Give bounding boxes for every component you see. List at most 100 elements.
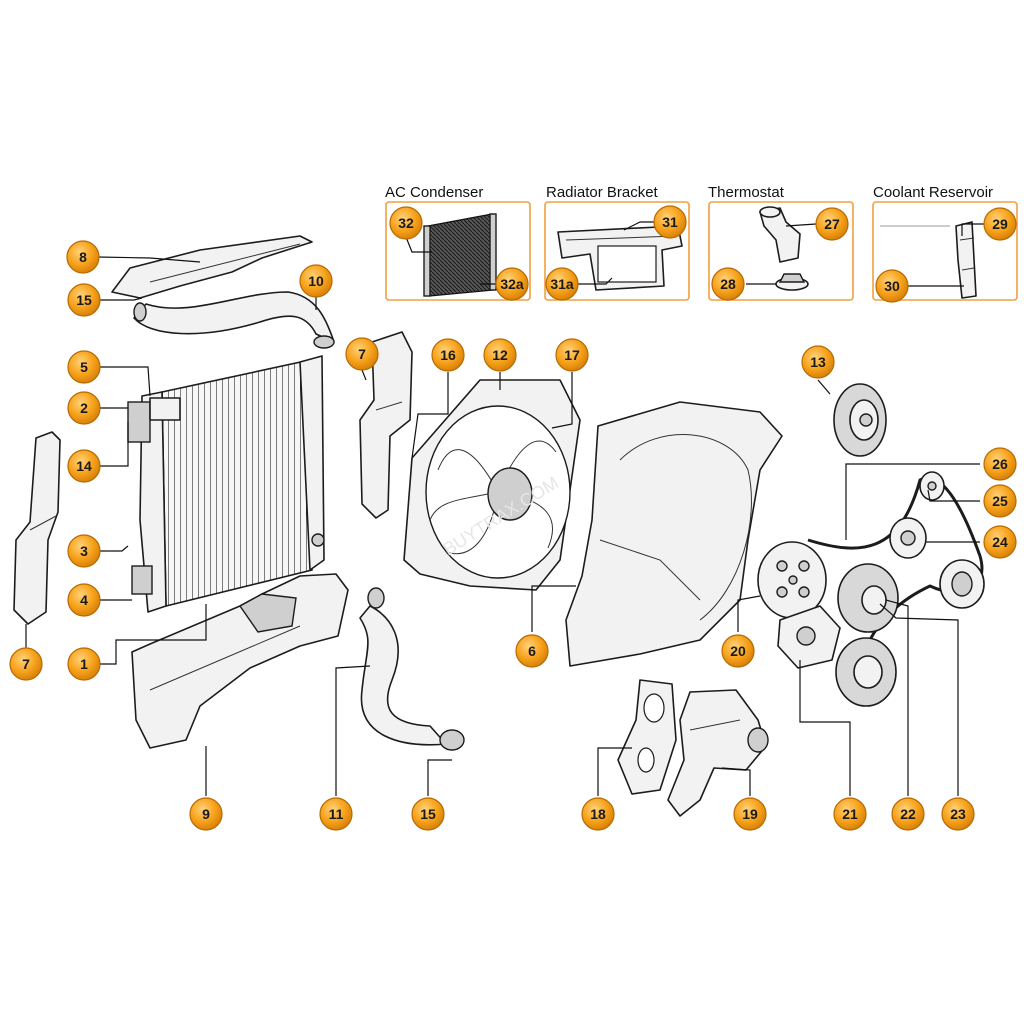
callout-30: 30 bbox=[875, 269, 909, 303]
radiator-bracket-part bbox=[557, 225, 683, 291]
svg-text:31a: 31a bbox=[550, 276, 574, 292]
inset-radiator-bracket: Radiator Bracket bbox=[544, 184, 690, 301]
coolant-reservoir-part bbox=[880, 221, 977, 299]
svg-text:10: 10 bbox=[308, 273, 324, 289]
belt-tensioner bbox=[777, 605, 841, 669]
callout-26: 26 bbox=[983, 447, 1017, 481]
svg-text:21: 21 bbox=[842, 806, 858, 822]
callout-25: 25 bbox=[983, 484, 1017, 518]
callout-11: 11 bbox=[319, 797, 353, 831]
svg-text:26: 26 bbox=[992, 456, 1008, 472]
svg-text:1: 1 bbox=[80, 656, 88, 672]
svg-text:13: 13 bbox=[810, 354, 826, 370]
idler-pulley bbox=[919, 471, 945, 501]
svg-text:6: 6 bbox=[528, 643, 536, 659]
callout-15-lower: 15 bbox=[411, 797, 445, 831]
callout-7-right: 7 bbox=[345, 337, 379, 371]
svg-text:15: 15 bbox=[76, 292, 92, 308]
cooling-fan bbox=[403, 379, 581, 591]
callout-4: 4 bbox=[67, 583, 101, 617]
thermostat-part bbox=[775, 273, 809, 291]
callout-5: 5 bbox=[67, 350, 101, 384]
callout-3: 3 bbox=[67, 534, 101, 568]
callout-20: 20 bbox=[721, 634, 755, 668]
fan-clutch-pulley bbox=[833, 383, 887, 457]
svg-text:7: 7 bbox=[22, 656, 30, 672]
fan-shroud bbox=[565, 401, 783, 667]
svg-text:5: 5 bbox=[80, 359, 88, 375]
callout-9: 9 bbox=[189, 797, 223, 831]
callout-10: 10 bbox=[299, 264, 333, 298]
callout-15-upper: 15 bbox=[67, 283, 101, 317]
svg-text:2: 2 bbox=[80, 400, 88, 416]
side-air-deflector-right bbox=[359, 331, 413, 519]
callout-16: 16 bbox=[431, 338, 465, 372]
callout-17: 17 bbox=[555, 338, 589, 372]
inset-title: AC Condenser bbox=[385, 184, 483, 201]
callout-13: 13 bbox=[801, 345, 835, 379]
svg-text:3: 3 bbox=[80, 543, 88, 559]
callout-24: 24 bbox=[983, 525, 1017, 559]
crankshaft-pulley bbox=[835, 637, 897, 707]
svg-text:7: 7 bbox=[358, 346, 366, 362]
callout-18: 18 bbox=[581, 797, 615, 831]
svg-text:17: 17 bbox=[564, 347, 580, 363]
callout-27: 27 bbox=[815, 207, 849, 241]
serpentine-belt bbox=[807, 476, 984, 641]
side-air-deflector-left bbox=[13, 431, 61, 625]
callout-28: 28 bbox=[711, 267, 745, 301]
callout-12: 12 bbox=[483, 338, 517, 372]
svg-text:14: 14 bbox=[76, 458, 92, 474]
callout-31: 31 bbox=[653, 205, 687, 239]
alternator-pulley bbox=[939, 559, 985, 609]
svg-text:8: 8 bbox=[79, 249, 87, 265]
callout-31a: 31a bbox=[545, 267, 579, 301]
svg-text:19: 19 bbox=[742, 806, 758, 822]
svg-text:18: 18 bbox=[590, 806, 606, 822]
thermostat-housing-part bbox=[759, 206, 801, 263]
svg-text:16: 16 bbox=[440, 347, 456, 363]
callout-32a: 32a bbox=[495, 267, 529, 301]
upper-radiator-hose bbox=[133, 291, 335, 349]
svg-text:32: 32 bbox=[398, 215, 414, 231]
svg-text:30: 30 bbox=[884, 278, 900, 294]
callouts: 32 32a 31 31a 27 28 29 30 8 15 10 5 2 14… bbox=[9, 205, 1017, 831]
lower-air-duct bbox=[131, 573, 349, 749]
callout-23: 23 bbox=[941, 797, 975, 831]
svg-text:12: 12 bbox=[492, 347, 508, 363]
water-pump-gasket bbox=[617, 679, 677, 795]
radiator bbox=[127, 355, 325, 613]
callout-19: 19 bbox=[733, 797, 767, 831]
inset-title: Radiator Bracket bbox=[546, 184, 659, 201]
svg-text:27: 27 bbox=[824, 216, 840, 232]
water-pump-pulley bbox=[757, 541, 827, 619]
svg-text:29: 29 bbox=[992, 216, 1008, 232]
callout-14: 14 bbox=[67, 449, 101, 483]
callout-22: 22 bbox=[891, 797, 925, 831]
leader-lines bbox=[25, 256, 980, 796]
svg-text:24: 24 bbox=[992, 534, 1008, 550]
callout-2: 2 bbox=[67, 391, 101, 425]
svg-text:28: 28 bbox=[720, 276, 736, 292]
svg-text:20: 20 bbox=[730, 643, 746, 659]
inset-title: Thermostat bbox=[708, 184, 785, 201]
accessory-pulley bbox=[837, 563, 899, 633]
svg-text:15: 15 bbox=[420, 806, 436, 822]
svg-text:4: 4 bbox=[80, 592, 88, 608]
lower-radiator-hose bbox=[359, 587, 465, 751]
callout-21: 21 bbox=[833, 797, 867, 831]
callout-32: 32 bbox=[389, 206, 423, 240]
inset-title: Coolant Reservoir bbox=[873, 184, 993, 201]
water-pump bbox=[667, 689, 769, 817]
inset-coolant-reservoir: Coolant Reservoir bbox=[872, 184, 1018, 301]
ac-condenser-part bbox=[423, 213, 497, 297]
upper-radiator-cover bbox=[111, 235, 313, 299]
svg-text:23: 23 bbox=[950, 806, 966, 822]
svg-text:11: 11 bbox=[329, 806, 344, 822]
svg-text:32a: 32a bbox=[500, 276, 524, 292]
callout-29: 29 bbox=[983, 207, 1017, 241]
callout-6: 6 bbox=[515, 634, 549, 668]
tensioner-pulley bbox=[889, 517, 927, 559]
